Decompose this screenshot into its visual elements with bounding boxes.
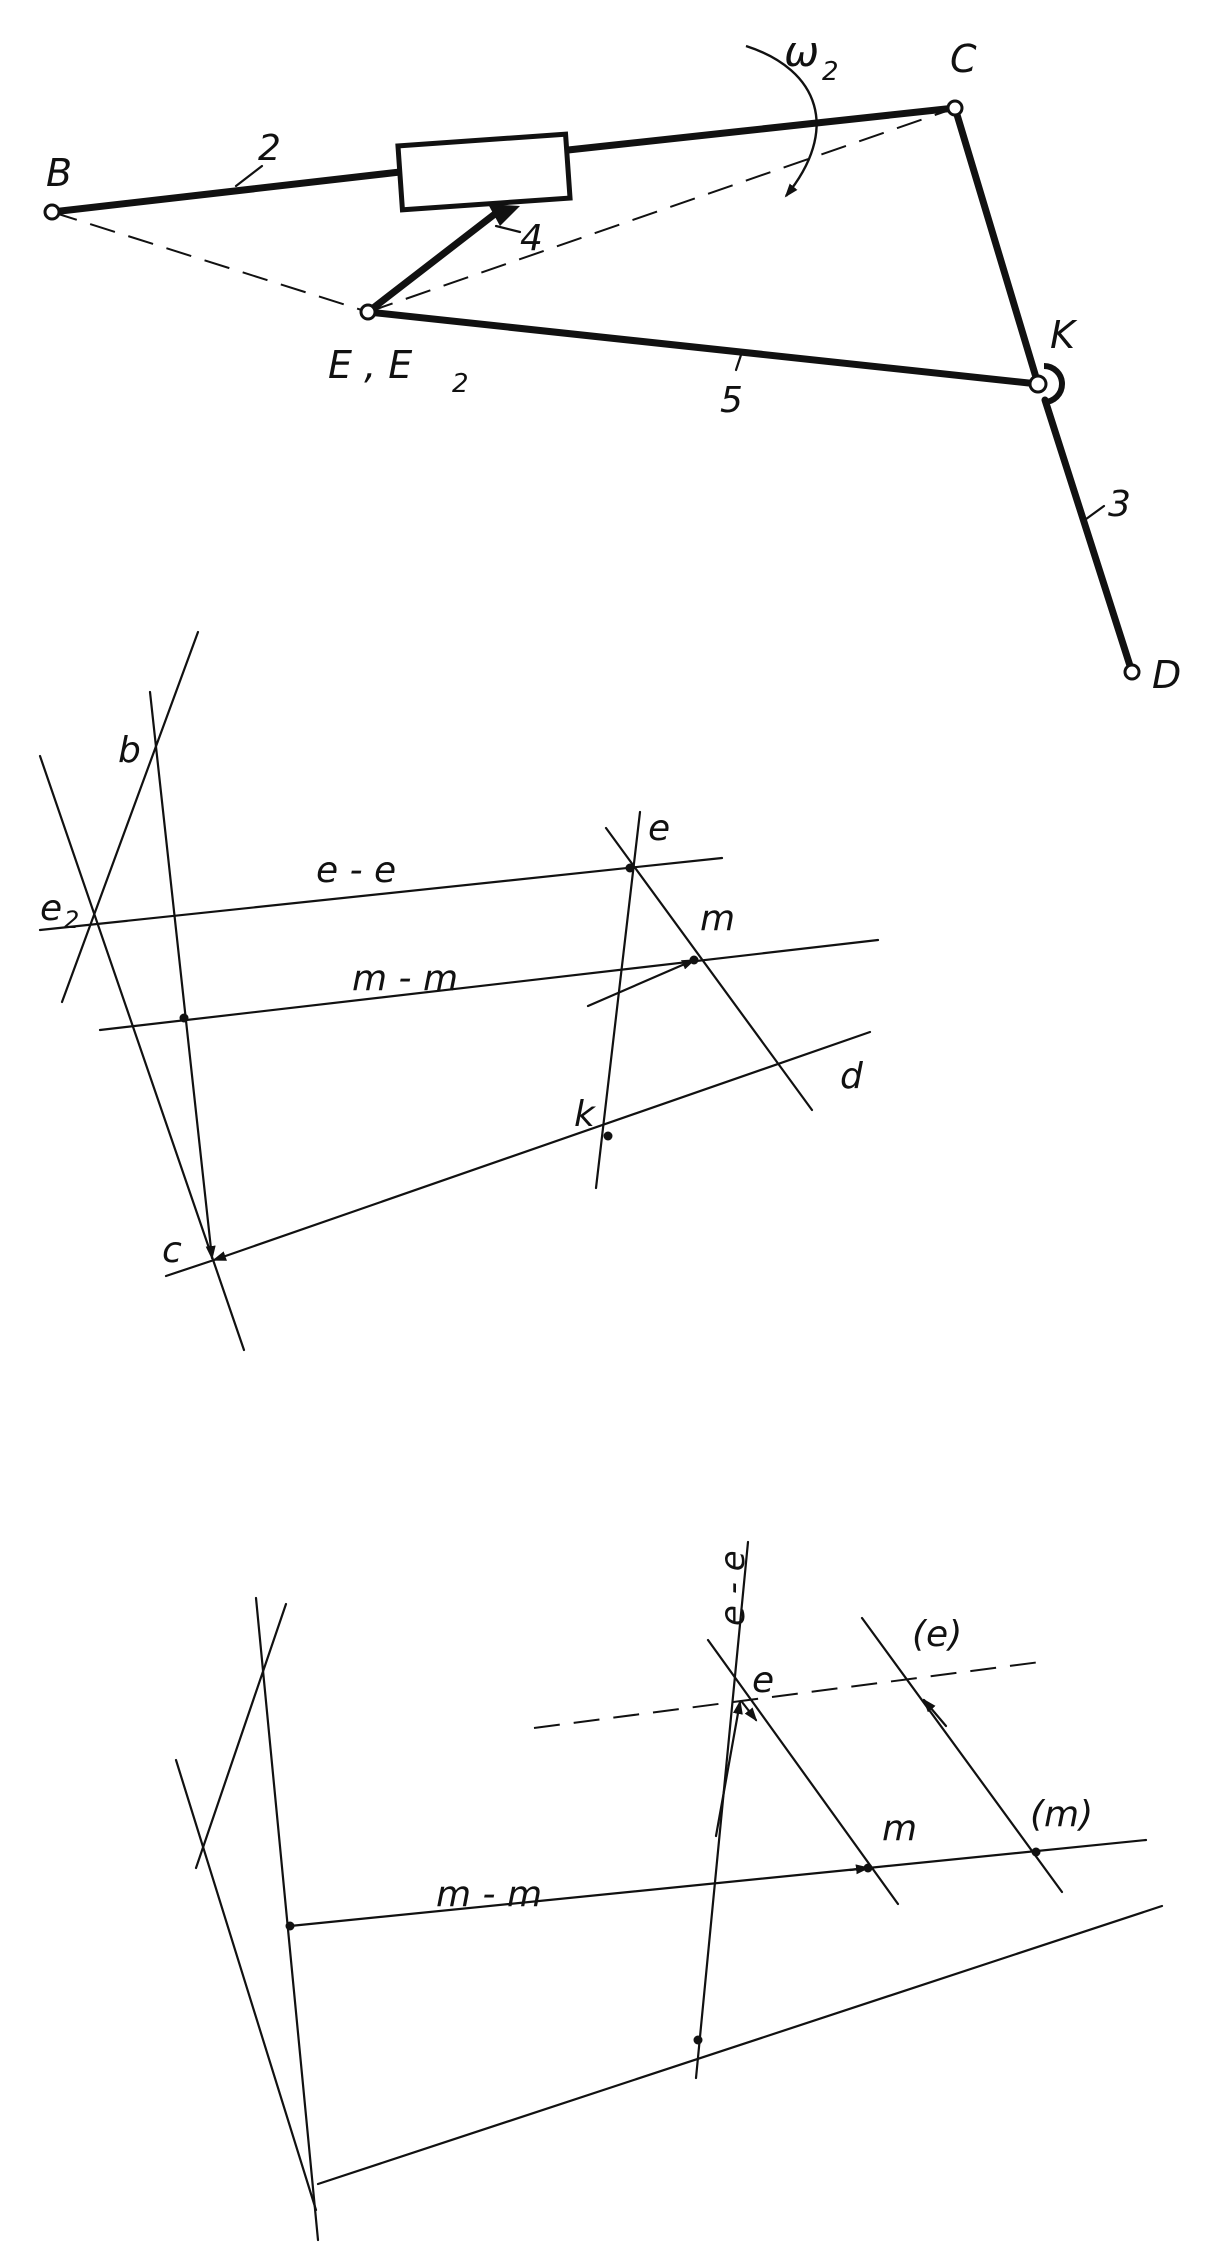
dashed-e-line (533, 1661, 1041, 1729)
arrow-e (714, 1700, 743, 1838)
line-lower-left (174, 1758, 318, 2212)
line-e-e (694, 1540, 750, 2080)
joint-e (359, 303, 377, 321)
label-d: d (840, 1056, 864, 1097)
label-line-ee: e - e (316, 850, 396, 891)
label-omega-sub: 2 (822, 57, 839, 87)
line-lower-long (316, 1904, 1164, 2186)
label-b: b (118, 730, 141, 771)
line-b-e2 (60, 630, 200, 1004)
label-c: c (162, 1230, 182, 1271)
label-m: m (700, 898, 735, 939)
line-mm-segment (288, 1866, 870, 1928)
dashed-line-e-c (367, 107, 956, 313)
slider-block (395, 131, 573, 213)
label-c: C (950, 37, 977, 81)
link-2-left (48, 168, 404, 216)
vector-b-c (148, 690, 216, 1260)
label-line-mm: m - m (436, 1874, 542, 1915)
line-vertical-left (254, 1596, 320, 2242)
arrow-pe (922, 1698, 948, 1728)
line-e-d (604, 826, 814, 1112)
joint-c (946, 99, 964, 117)
line-mm-continue (866, 1838, 1148, 1870)
line-e-m (706, 1638, 900, 1906)
point-mm-left (285, 1921, 295, 1931)
point-lower (693, 2035, 703, 2045)
leader-3 (1080, 504, 1106, 524)
line-m-m (98, 938, 880, 1032)
arrow-e-m (740, 1700, 758, 1722)
label-e2: e (40, 888, 62, 929)
label-paren-m: (m) (1030, 1794, 1093, 1835)
label-k: K (1050, 313, 1078, 357)
joint-d (1123, 663, 1141, 681)
label-m: m (882, 1808, 917, 1849)
leader-5 (734, 350, 744, 372)
label-link-4: 4 (520, 218, 543, 259)
label-line-mm: m - m (352, 958, 458, 999)
link-5 (364, 308, 1042, 388)
joint-k-cap (1043, 363, 1065, 405)
link-3-lower (1041, 396, 1136, 676)
point-m (863, 1863, 873, 1873)
label-e: e (648, 808, 670, 849)
arrow-m (586, 958, 696, 1008)
leader-4 (494, 224, 522, 234)
line-e-e (38, 856, 724, 932)
acceleration-plan: e - e e (e) m (m) m - m (174, 1540, 1164, 2242)
point-mm-left (179, 1013, 189, 1023)
point-paren-m (1031, 1847, 1041, 1857)
line-c-tail (164, 1258, 216, 1278)
dashed-line-b-e (51, 211, 369, 313)
label-line-ee: e - e (713, 1550, 753, 1626)
label-d: D (1152, 653, 1181, 697)
velocity-plan: b e 2 e m k c d e - e m - m (38, 630, 880, 1352)
point-e (625, 863, 635, 873)
label-b: B (46, 151, 72, 195)
label-link-3: 3 (1108, 484, 1131, 525)
leader-2 (234, 164, 264, 188)
label-paren-e: (e) (912, 1614, 962, 1655)
label-e: e (752, 1660, 774, 1701)
mechanism-scheme: B C K D E , E 2 2 3 4 5 ω 2 (43, 27, 1181, 697)
label-link-2: 2 (258, 128, 281, 169)
label-link-5: 5 (720, 380, 743, 421)
line-pe-pm (860, 1616, 1064, 1894)
vector-d-c (212, 1030, 872, 1262)
label-omega: ω (784, 27, 819, 76)
point-k (603, 1131, 613, 1141)
link-4 (364, 206, 504, 316)
label-e: E , E (328, 343, 412, 387)
line-top-left (194, 1602, 288, 1870)
point-m (689, 955, 699, 965)
joint-k (1028, 374, 1048, 394)
omega-arrow (745, 44, 818, 198)
link-2-right (564, 104, 959, 154)
label-k: k (574, 1094, 597, 1135)
label-e2-sub: 2 (64, 906, 79, 934)
joint-b (43, 203, 61, 221)
label-e-sub: 2 (452, 369, 469, 399)
link-3-upper (951, 104, 1042, 388)
